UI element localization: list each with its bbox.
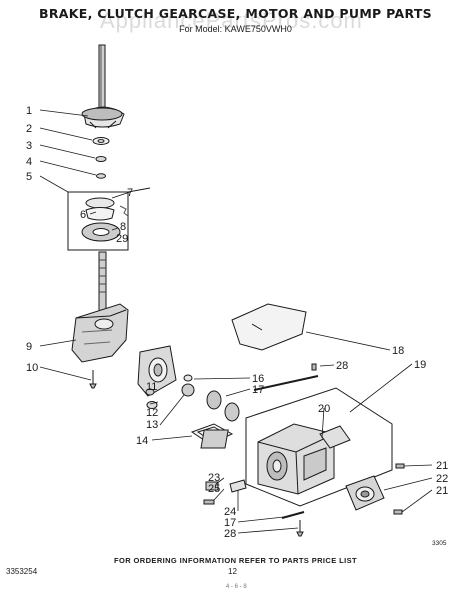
capacitor-23 <box>205 481 219 491</box>
page-title: BRAKE, CLUTCH GEARCASE, MOTOR AND PUMP P… <box>39 6 432 21</box>
callout-18: 18 <box>392 345 404 357</box>
callout-9: 9 <box>26 341 32 353</box>
seal-plate <box>137 345 177 397</box>
callout-13: 13 <box>146 419 158 431</box>
bearing-11 <box>145 388 155 396</box>
bearing-13 <box>181 383 195 397</box>
screw-28-lower <box>296 520 304 537</box>
callout-3: 3 <box>26 140 32 152</box>
callout-17: 17 <box>252 384 264 396</box>
callout-21-bottom: 21 <box>436 485 448 497</box>
callout-23: 23 <box>208 472 220 484</box>
ordering-note: FOR ORDERING INFORMATION REFER TO PARTS … <box>114 556 357 565</box>
gearcase <box>71 303 129 363</box>
callout-5: 5 <box>26 171 32 183</box>
footer-mark: 4 - 6 - 8 <box>226 584 247 590</box>
washer-4 <box>96 173 106 179</box>
callout-12: 12 <box>146 407 158 419</box>
callout-28: 28 <box>336 360 348 372</box>
clutch-group-bracket <box>67 187 151 251</box>
callout-17-lower: 17 <box>224 517 236 529</box>
callout-28-lower: 28 <box>224 528 236 540</box>
callout-24: 24 <box>224 506 236 518</box>
motor-box-outline <box>245 387 393 507</box>
callout-10: 10 <box>26 362 38 374</box>
cover-plate-18 <box>231 303 307 351</box>
watermark: AppliancePartsPros.com <box>100 8 363 33</box>
callout-20: 20 <box>318 403 330 415</box>
clip-24 <box>229 479 247 493</box>
callout-4: 4 <box>26 156 32 168</box>
diagram-code: 3305 <box>432 540 447 547</box>
rotor-1 <box>206 390 222 410</box>
rod-17 <box>253 375 319 391</box>
callout-8: 8 <box>120 221 126 233</box>
rotor-2 <box>224 402 240 422</box>
callout-2: 2 <box>26 123 32 135</box>
model-subtitle: For Model: KAWE750VWH0 <box>179 24 292 34</box>
clutch-ring <box>85 197 115 209</box>
callout-14: 14 <box>136 435 148 447</box>
callout-21-top: 21 <box>436 460 448 472</box>
top-shaft-brake-assembly <box>81 44 125 129</box>
screw-10 <box>89 370 97 389</box>
motor-block <box>200 423 335 495</box>
bracket-20 <box>319 425 351 449</box>
callout-11: 11 <box>146 381 157 393</box>
callout-29: 29 <box>116 233 128 245</box>
callout-25: 25 <box>208 483 220 495</box>
pump-22 <box>345 475 385 511</box>
page-number: 12 <box>228 567 237 576</box>
washer-3 <box>95 156 107 162</box>
callout-22: 22 <box>436 473 448 485</box>
document-number: 3353254 <box>6 567 38 576</box>
callout-7: 7 <box>127 187 133 199</box>
callout-1: 1 <box>26 105 32 117</box>
bushing-16 <box>183 374 193 382</box>
callout-19: 19 <box>414 359 426 371</box>
callout-6: 6 <box>80 209 86 221</box>
callout-labels: 1 2 3 4 5 7 6 8 29 9 10 11 12 13 14 16 1… <box>26 105 448 540</box>
callout-16: 16 <box>252 373 264 385</box>
screw-25 <box>203 499 215 505</box>
